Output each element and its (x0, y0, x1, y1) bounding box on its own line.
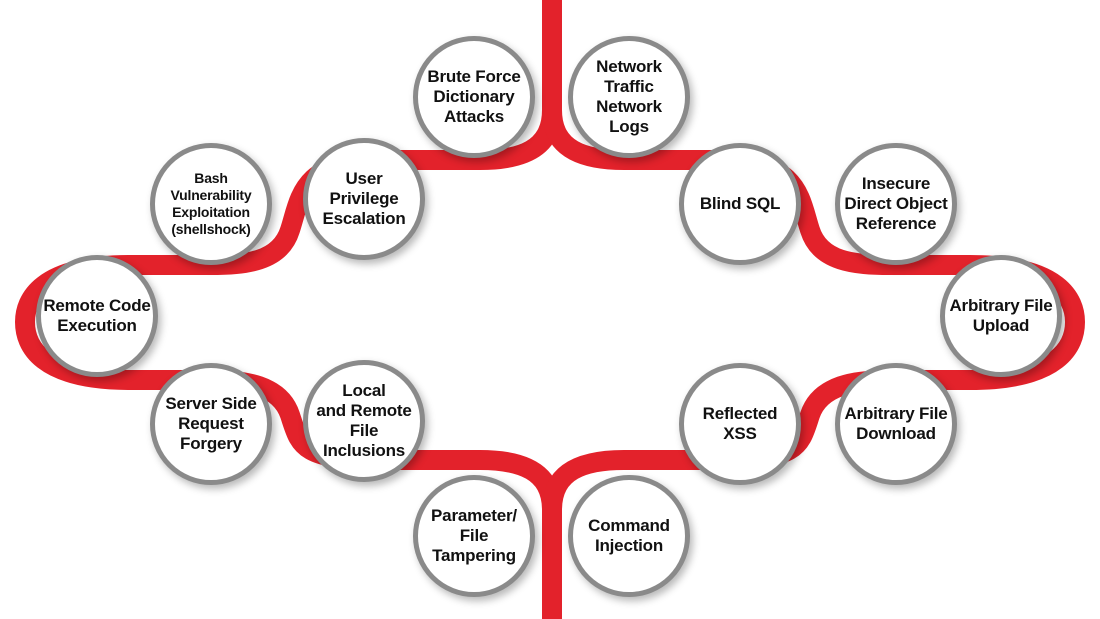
node-label: Server Side Request Forgery (165, 394, 257, 453)
node-label: Bash Vulnerability Exploitation (shellsh… (170, 170, 252, 237)
node-label: Reflected XSS (702, 404, 778, 443)
node-insecure-direct-object: Insecure Direct Object Reference (835, 143, 957, 265)
node-label: Network Traffic Network Logs (596, 57, 662, 136)
track-lower-left (15, 321, 562, 511)
node-command-injection: Command Injection (568, 475, 690, 597)
node-user-privilege: User Privilege Escalation (303, 138, 425, 260)
node-arbitrary-file-upload: Arbitrary File Upload (940, 255, 1062, 377)
node-local-remote-file-inclusions: Local and Remote File Inclusions (303, 360, 425, 482)
node-label: Remote Code Execution (43, 296, 151, 335)
node-bash-vulnerability: Bash Vulnerability Exploitation (shellsh… (150, 143, 272, 265)
node-label: Insecure Direct Object Reference (844, 174, 948, 233)
node-label: Command Injection (588, 516, 670, 555)
node-network-traffic: Network Traffic Network Logs (568, 36, 690, 158)
node-brute-force: Brute Force Dictionary Attacks (413, 36, 535, 158)
red-track (15, 0, 1085, 619)
node-label: Arbitrary File Upload (949, 296, 1053, 335)
node-server-side-request-forgery: Server Side Request Forgery (150, 363, 272, 485)
track-lower-right (542, 321, 1085, 511)
node-label: Local and Remote File Inclusions (316, 381, 412, 460)
node-label: Parameter/ File Tampering (431, 506, 517, 565)
node-remote-code-execution: Remote Code Execution (36, 255, 158, 377)
node-label: Blind SQL (699, 194, 781, 213)
node-label: User Privilege Escalation (322, 169, 406, 228)
node-reflected-xss: Reflected XSS (679, 363, 801, 485)
node-arbitrary-file-download: Arbitrary File Download (835, 363, 957, 485)
node-blind-sql: Blind SQL (679, 143, 801, 265)
node-label: Arbitrary File Download (844, 404, 948, 443)
node-label: Brute Force Dictionary Attacks (427, 67, 521, 126)
node-parameter-file-tampering: Parameter/ File Tampering (413, 475, 535, 597)
